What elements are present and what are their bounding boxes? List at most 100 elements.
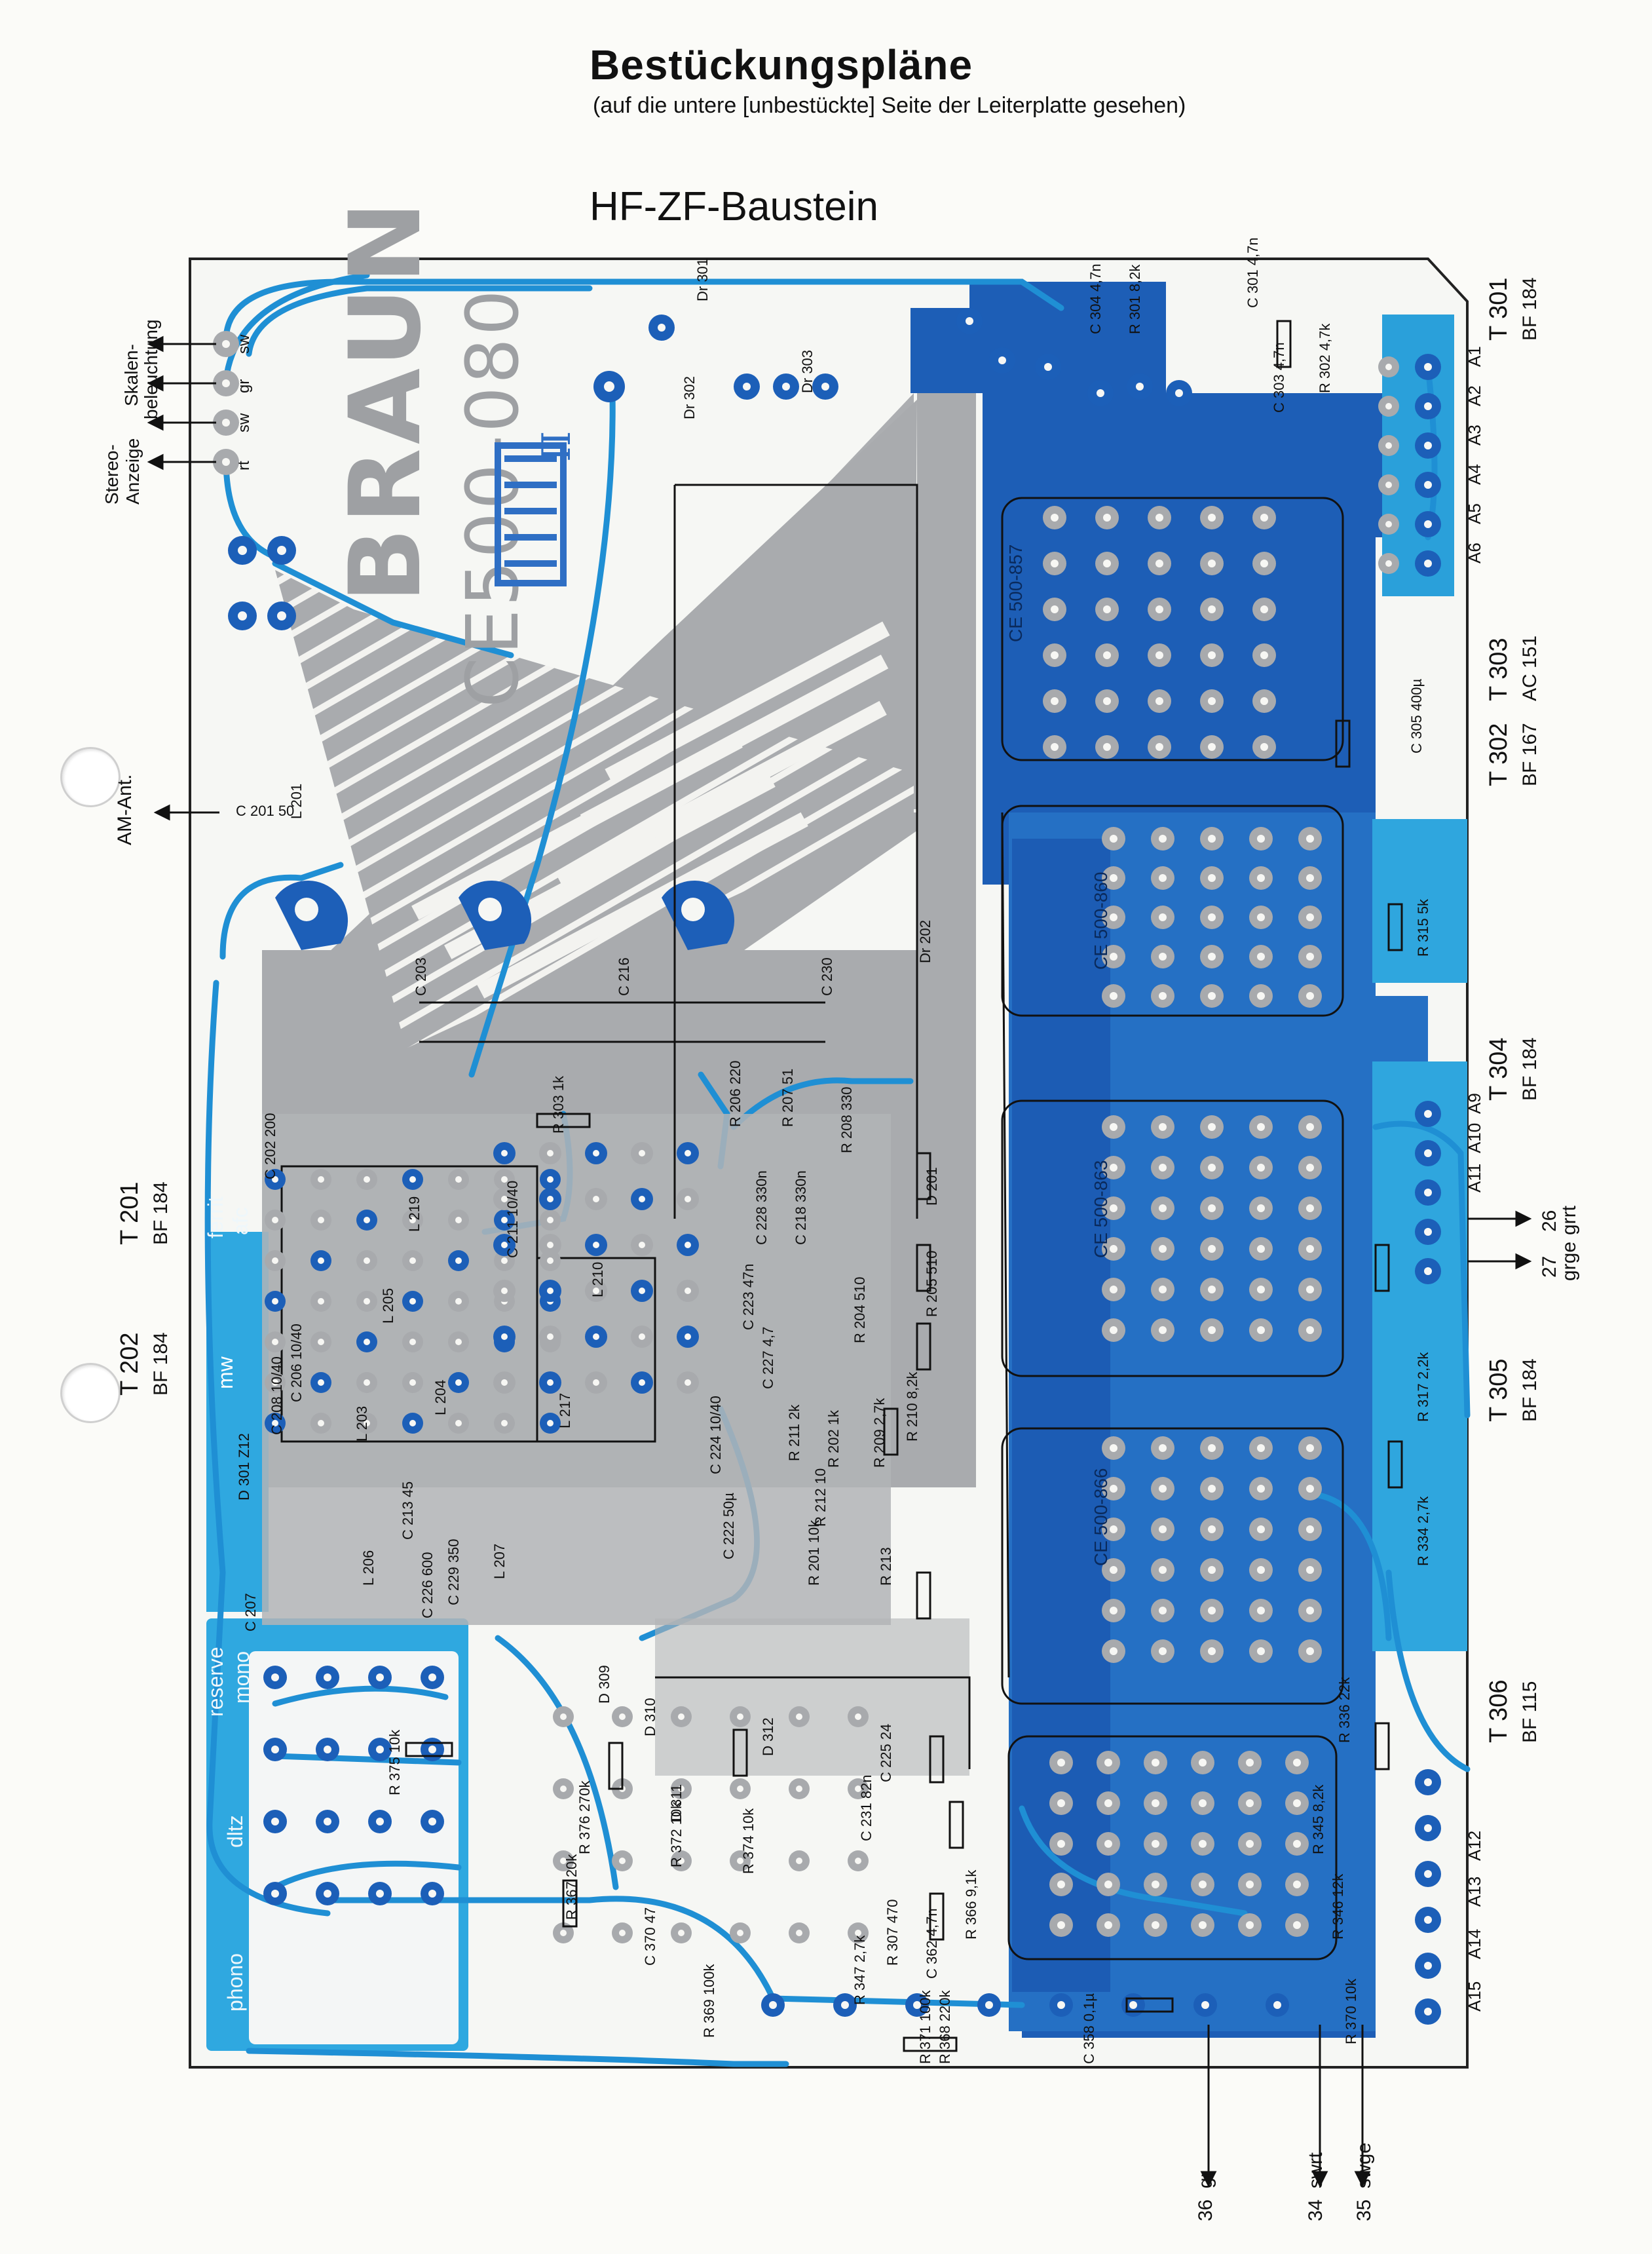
solder-pad [677,1280,699,1302]
component-label: C 229 350 [445,1538,462,1605]
solder-pad [956,308,983,334]
solder-pad [421,1882,444,1905]
solder-pad [448,1210,469,1231]
band-afc: afc [229,1207,252,1235]
solder-pad [368,1666,392,1689]
bottom-output-arrows [1200,1210,1532,2188]
solder-pad [1148,598,1171,621]
component-label: R 210 8,2k [904,1371,920,1442]
solder-pad [905,1993,929,2017]
solder-pad [1200,827,1224,850]
solder-pad [989,347,1015,373]
solder-pad [1238,1913,1262,1937]
solder-pad [1415,1907,1441,1933]
solder-pad [494,1169,515,1190]
punch-hole-lower [60,1363,121,1423]
solder-pad [1151,1278,1174,1301]
solder-pad [1043,643,1066,667]
solder-pad [1415,354,1441,380]
page-title: Bestückungspläne [590,41,973,88]
solder-pad [316,1810,339,1833]
component-label: R 206 220 [727,1060,743,1127]
solder-pad [1249,1518,1273,1541]
solder-pad [1102,827,1125,850]
solder-pad [448,1250,469,1271]
solder-pad [1191,1751,1214,1774]
solder-pad [1200,984,1224,1008]
component-body [562,1879,578,1928]
solder-pad [631,1326,653,1348]
solder-pad [734,373,760,400]
t306-name: T 306 [1485,1680,1512,1743]
solder-pad [1378,435,1399,456]
component-label: R 336 22k [1336,1677,1353,1743]
solder-pad [448,1169,469,1190]
t202-name: T 202 [116,1333,143,1396]
solder-pad [1249,1599,1273,1622]
solder-pad [1200,552,1224,575]
solder-pad [1238,1751,1262,1774]
solder-pad [1252,643,1276,667]
solder-pad [1252,735,1276,759]
version-marker [495,442,567,586]
component-label: L 207 [491,1544,508,1579]
module-labels: CE 500-857 CE 500-860 CE 500-863 CE 500-… [1005,544,1111,1566]
solder-pad [1298,906,1322,929]
solder-pad [368,1810,392,1833]
component-label: R 201 10k [806,1519,822,1586]
solder-pad [267,602,296,630]
conn-a3: A3 [1465,425,1484,446]
component-label: C 305 400µ [1408,678,1425,754]
solder-pad [1121,1993,1145,2017]
solder-pad [1151,1237,1174,1261]
component-label: C 218 330n [793,1170,809,1245]
component-body [929,1892,945,1941]
solder-pad [789,1850,810,1871]
solder-pad [1191,1791,1214,1815]
conn-a13: A13 [1465,1877,1484,1907]
solder-pad [1102,1278,1125,1301]
t302-name: T 302 [1485,723,1512,786]
solder-pad [1415,1815,1441,1841]
solder-pad [761,1993,785,2017]
right-connector-labels: A1 A2 A3 A4 A5 A6 A9 A10 A11 A12 A13 A14… [1465,346,1484,2012]
solder-pad [1415,1258,1441,1284]
solder-pad [1151,1436,1174,1460]
module-863: CE 500-863 [1091,1160,1111,1258]
t201-type: BF 184 [150,1181,172,1245]
component-body [536,1113,591,1128]
solder-pad [1102,1237,1125,1261]
solder-pad [812,373,838,400]
solder-pad [1095,689,1119,713]
solder-pad [1144,1751,1167,1774]
solder-pad [402,1331,423,1352]
solder-pad [1102,906,1125,929]
component-label: C 224 10/40 [707,1396,724,1474]
solder-pad [1298,1115,1322,1139]
solder-pad [631,1234,653,1256]
solder-pad [677,1188,699,1210]
solder-pad [1298,1278,1322,1301]
solder-pad [612,1706,633,1727]
conn-a4: A4 [1465,464,1484,485]
component-label: R 367 20k [563,1854,580,1920]
component-body [732,1729,748,1777]
component-body [1125,1997,1174,2013]
model-text: CE500-080 [451,287,535,708]
solder-pad [789,1922,810,1943]
component-label: C 304 4,7n [1087,263,1104,334]
solder-pad [553,1850,574,1871]
solder-pad [585,1326,607,1348]
solder-pad [1249,1278,1273,1301]
solder-pad [228,536,257,565]
solder-pad [1097,1913,1120,1937]
out-26-num: 26 [1539,1210,1560,1232]
solder-pad [263,1810,287,1833]
t306-type: BF 115 [1519,1681,1541,1744]
solder-pad [1249,1115,1273,1139]
component-label: C 370 47 [642,1907,658,1966]
solder-pad [494,1413,515,1434]
solder-pad [677,1234,699,1256]
module-866: CE 500-866 [1091,1468,1111,1566]
solder-pad [1298,1599,1322,1622]
